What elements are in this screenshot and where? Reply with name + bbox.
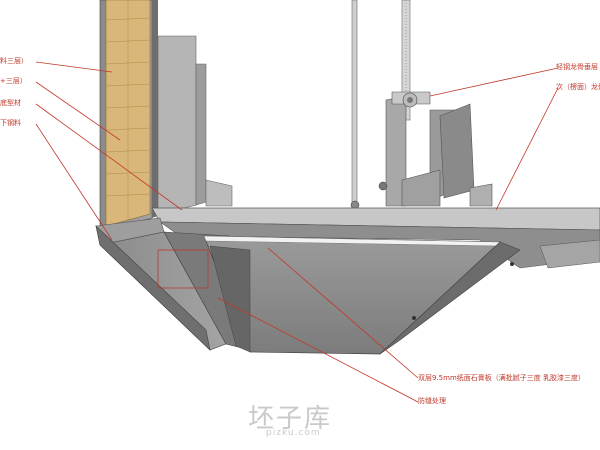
wall-return	[95, 217, 227, 351]
wall-panel	[99, 0, 158, 233]
joint-detail-box	[157, 249, 209, 289]
label-joint-treatment: 防缝处理	[418, 397, 446, 405]
label-left-1: 料三层）	[0, 57, 28, 65]
label-runner-hanger: 轻钢龙骨垂层	[556, 63, 598, 71]
label-left-3: 底型材	[0, 99, 21, 107]
frame-blocks	[157, 35, 233, 216]
leader-lines	[35, 61, 559, 403]
watermark-url: pizku.com	[266, 428, 321, 438]
label-left-2: +三层）	[0, 77, 27, 85]
main-runner	[350, 91, 493, 210]
watermark-brand: 坯子库	[248, 404, 333, 434]
gypsum-boards	[163, 231, 521, 355]
label-gypsum-board: 双层9.5mm纸面石膏板（满批腻子三度 乳胶漆三度）	[418, 374, 585, 382]
label-left-4: 下钢料	[0, 119, 21, 127]
label-secondary-runner: 次（楞面）龙骨	[556, 83, 600, 91]
ceiling-plate	[151, 207, 600, 269]
